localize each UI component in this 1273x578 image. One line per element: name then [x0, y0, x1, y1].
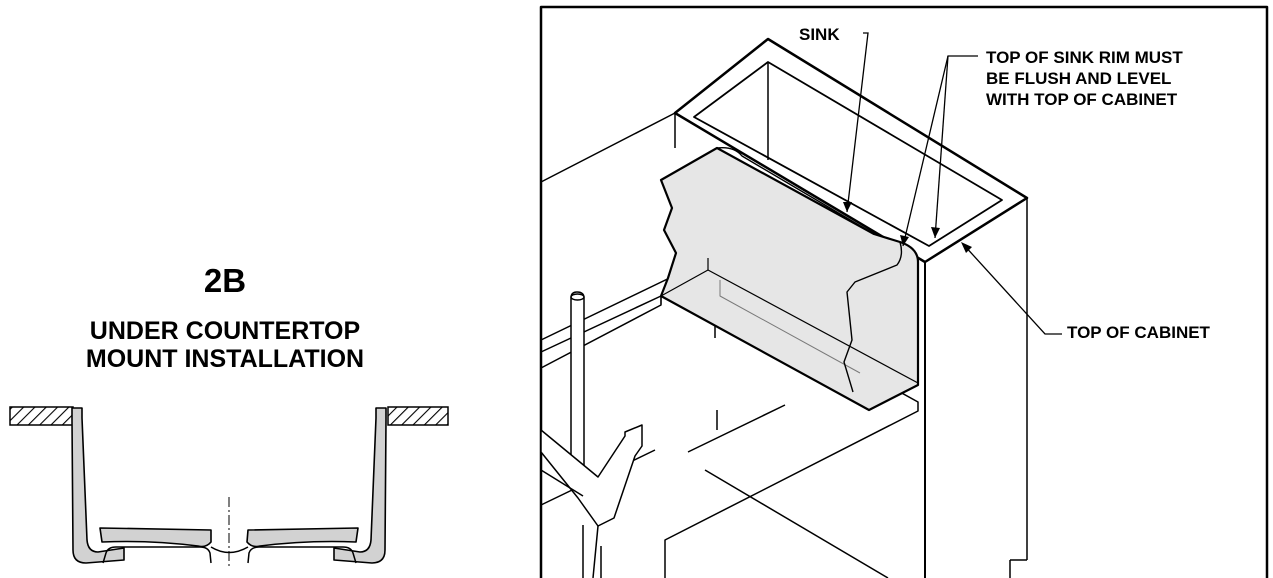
- sink-cross-section: [9, 406, 449, 566]
- figure-id: 2B: [203, 262, 247, 299]
- sink-callout: SINK: [799, 25, 840, 44]
- callout-arrowheads: [843, 202, 972, 253]
- cabinet-callout: TOP OF CABINET: [1067, 323, 1210, 342]
- rim-callout-line-3: WITH TOP OF CABINET: [986, 90, 1178, 109]
- cabinet-illustration: [539, 5, 1269, 578]
- rim-callout-line-1: TOP OF SINK RIM MUST: [986, 48, 1183, 67]
- rim-callout-line-2: BE FLUSH AND LEVEL: [986, 69, 1172, 88]
- figure-title-line-1: UNDER COUNTERTOP: [89, 317, 361, 345]
- sink-bowl-section: [71, 407, 387, 564]
- countertop-left: [9, 406, 74, 426]
- countertop-right: [387, 406, 449, 426]
- sink-body: [659, 146, 926, 412]
- figure-title-line-2: MOUNT INSTALLATION: [85, 345, 365, 373]
- illustration-frame: [539, 5, 1269, 578]
- callout-leaders: [846, 32, 1062, 335]
